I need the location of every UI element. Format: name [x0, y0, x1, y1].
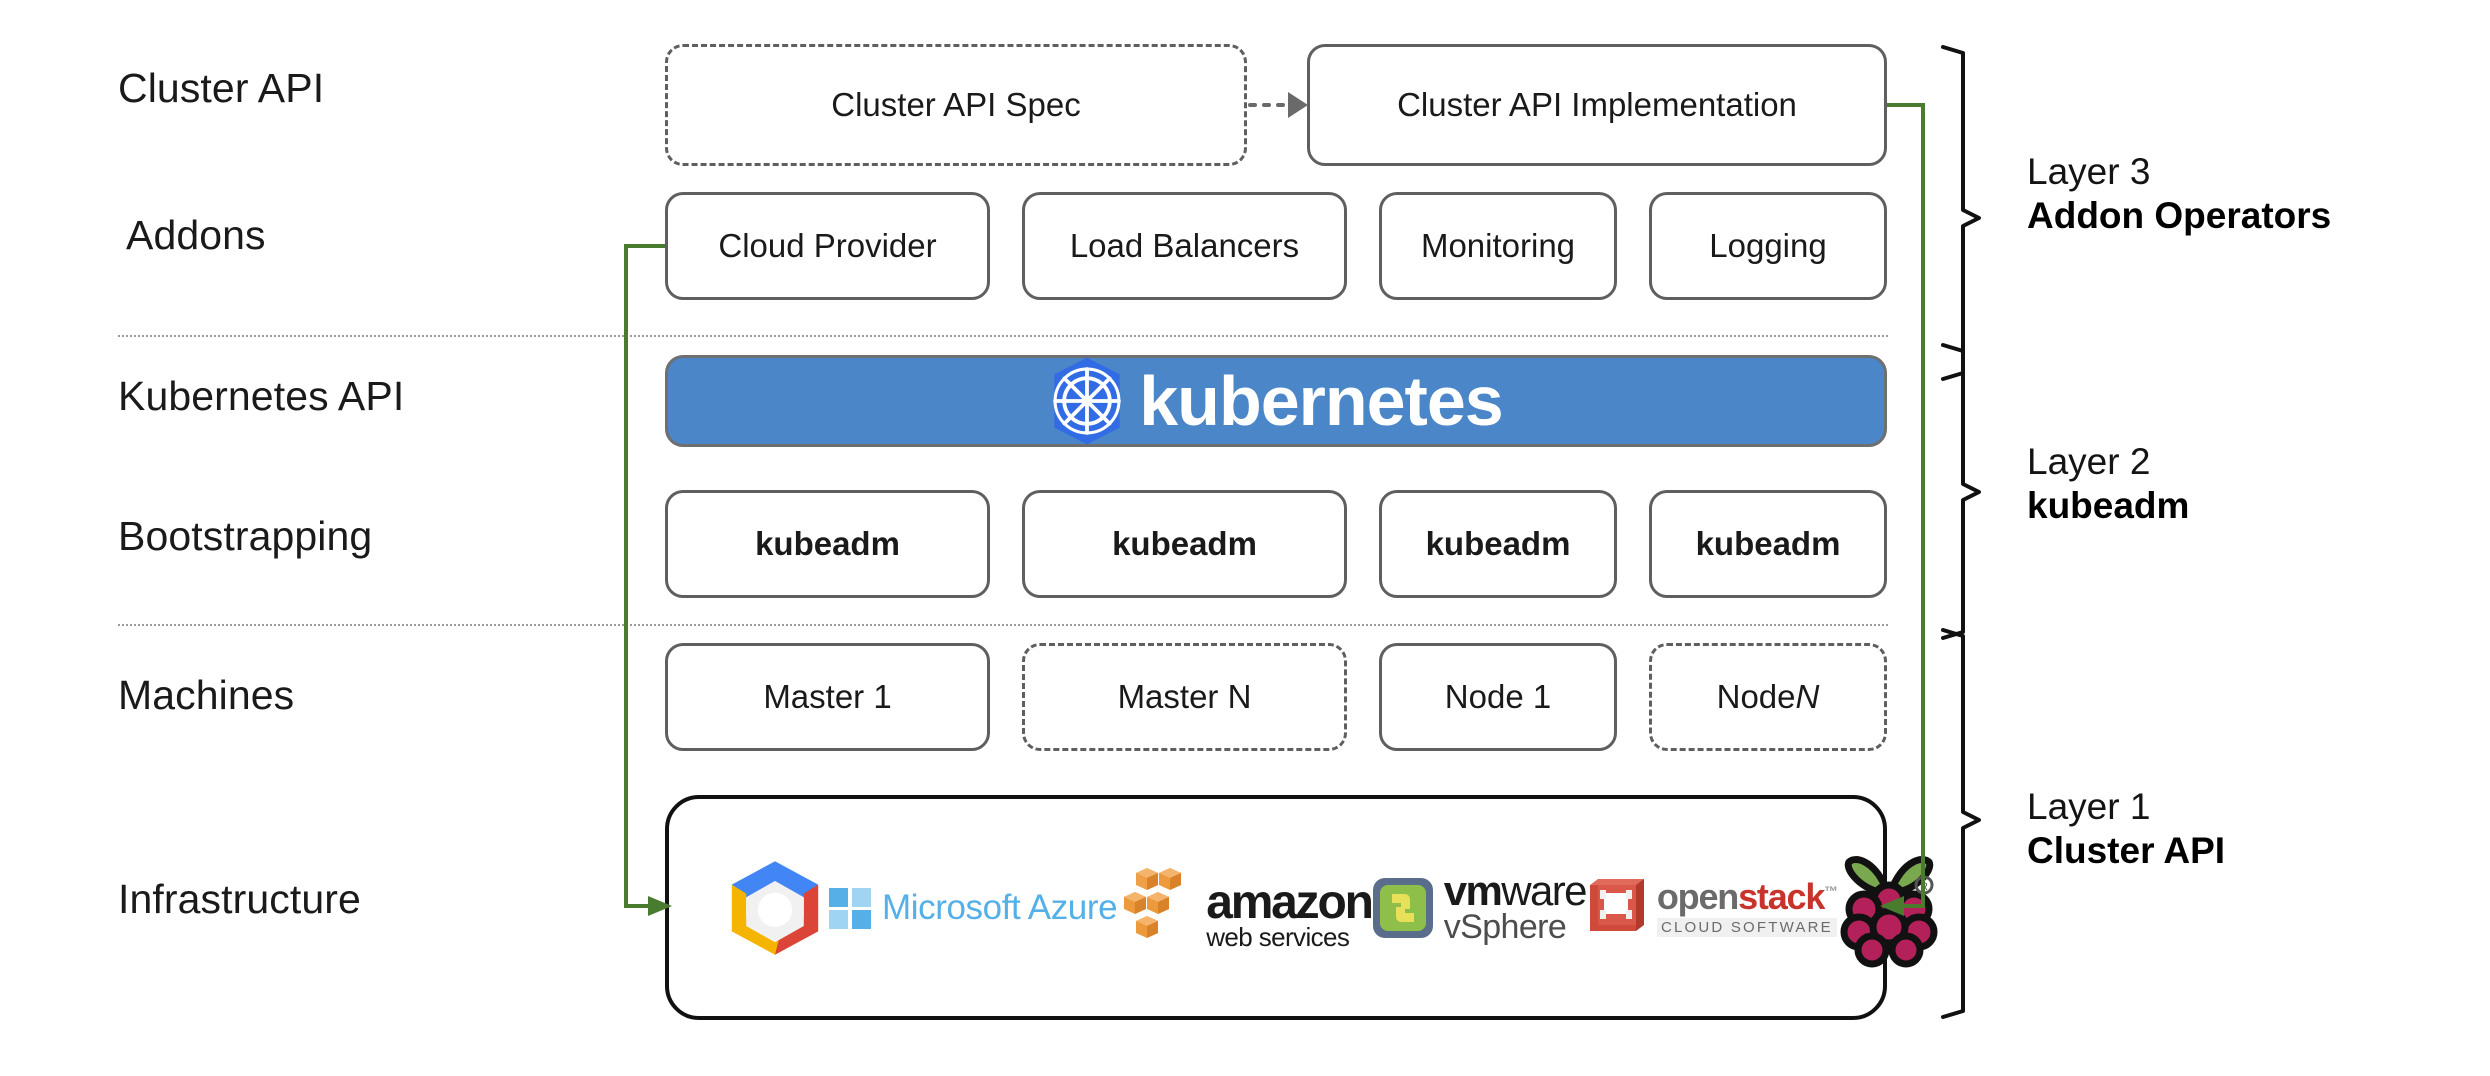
addon-label-monitoring: Monitoring — [1420, 227, 1576, 265]
aws-label-amazon: amazon — [1206, 876, 1374, 930]
row-label-cluster-api: Cluster API — [118, 65, 325, 111]
layer-3-bracket — [1941, 45, 1981, 381]
microsoft-azure-label: Microsoft Azure — [882, 887, 1118, 927]
addon-label-cloud-provider: Cloud Provider — [718, 227, 937, 265]
layer-2-line2: kubeadm — [2027, 484, 2190, 526]
amazon-web-services-logo[interactable]: amazon web services — [1117, 866, 1374, 952]
row-label-kubernetes-api: Kubernetes API — [118, 373, 405, 419]
microsoft-window-icon — [829, 886, 873, 930]
separator-layer3-layer2 — [118, 335, 1888, 337]
layer-2-line1: Layer 2 — [2027, 441, 2151, 482]
bootstrap-box-3[interactable]: kubeadm — [1379, 490, 1617, 598]
machine-box-master-1[interactable]: Master 1 — [665, 643, 990, 751]
cluster-api-implementation-label: Cluster API Implementation — [1397, 86, 1797, 124]
cluster-api-spec-label: Cluster API Spec — [831, 86, 1081, 124]
cluster-api-implementation-box[interactable]: Cluster API Implementation — [1307, 44, 1887, 166]
vmware-vsphere-logo[interactable]: vmware vSphere — [1372, 870, 1588, 947]
machine-label-node-n-italic: N — [1795, 678, 1820, 716]
kubernetes-banner[interactable]: kubernetes — [665, 355, 1887, 447]
layer-1-line1: Layer 1 — [2027, 786, 2151, 827]
openstack-label-tm: ™ — [1824, 882, 1838, 899]
infrastructure-box[interactable]: Microsoft Azure — [665, 795, 1938, 1020]
kubernetes-helm-wheel-icon — [1049, 355, 1125, 447]
raspberry-pi-icon[interactable]: R — [1837, 799, 1941, 1016]
openstack-logo[interactable]: openstack™ CLOUD SOFTWARE — [1586, 875, 1838, 939]
layer-3-line2: Addon Operators — [2027, 194, 2332, 236]
vmware-label: vmware — [1444, 870, 1588, 912]
machine-box-node-n[interactable]: Node N — [1649, 643, 1887, 751]
bootstrap-label-1: kubeadm — [755, 525, 900, 563]
bootstrap-box-4[interactable]: kubeadm — [1649, 490, 1887, 598]
microsoft-azure-logo[interactable]: Microsoft Azure — [829, 886, 1118, 930]
vmware-label-vsphere: vSphere — [1443, 908, 1567, 947]
bootstrap-box-1[interactable]: kubeadm — [665, 490, 990, 598]
row-label-machines: Machines — [118, 672, 295, 718]
row-label-infrastructure: Infrastructure — [118, 876, 361, 922]
row-label-bootstrapping: Bootstrapping — [118, 513, 373, 559]
vmware-label-vm: vm — [1443, 867, 1503, 915]
addon-box-monitoring[interactable]: Monitoring — [1379, 192, 1617, 300]
machine-label-node-1: Node 1 — [1444, 678, 1552, 716]
openstack-label-cloud-software: CLOUD SOFTWARE — [1656, 917, 1837, 937]
addon-box-cloud-provider[interactable]: Cloud Provider — [665, 192, 990, 300]
openstack-label-open: open — [1656, 875, 1739, 917]
aws-label-web-services: web services — [1206, 921, 1350, 952]
kubernetes-wordmark: kubernetes — [1139, 362, 1503, 440]
addon-box-logging[interactable]: Logging — [1649, 192, 1887, 300]
openstack-block-icon — [1586, 877, 1648, 939]
google-cloud-platform-icon[interactable] — [721, 799, 829, 1016]
addon-label-logging: Logging — [1709, 227, 1827, 265]
vmware-label-ware: ware — [1501, 867, 1587, 915]
layer-3-line1: Layer 3 — [2027, 151, 2151, 192]
addon-label-load-balancers: Load Balancers — [1069, 227, 1300, 265]
cluster-api-spec-box[interactable]: Cluster API Spec — [665, 44, 1247, 166]
layer-3-label: Layer 3 Addon Operators — [2027, 150, 2331, 237]
svg-text:R: R — [1920, 881, 1928, 893]
separator-layer2-layer1 — [118, 624, 1888, 626]
layer-1-line2: Cluster API — [2027, 829, 2226, 871]
machine-box-master-n[interactable]: Master N — [1022, 643, 1347, 751]
openstack-wordmark: openstack™ — [1656, 875, 1838, 917]
machine-label-node-n: Node — [1716, 678, 1796, 716]
machine-box-node-1[interactable]: Node 1 — [1379, 643, 1617, 751]
layer-1-bracket — [1941, 628, 1981, 1019]
bootstrap-label-2: kubeadm — [1112, 525, 1257, 563]
machine-label-master-1: Master 1 — [763, 678, 892, 716]
aws-cubes-icon — [1117, 866, 1199, 950]
dotted-connector-arrow — [1248, 92, 1308, 118]
layer-2-label: Layer 2 kubeadm — [2027, 440, 2189, 527]
layer-1-label: Layer 1 Cluster API — [2027, 785, 2225, 872]
addon-box-load-balancers[interactable]: Load Balancers — [1022, 192, 1347, 300]
machine-label-master-n: Master N — [1117, 678, 1252, 716]
bootstrap-label-4: kubeadm — [1695, 525, 1841, 563]
bootstrap-label-3: kubeadm — [1425, 525, 1571, 563]
vmware-square-icon — [1372, 877, 1434, 939]
row-label-addons: Addons — [126, 212, 266, 258]
openstack-label-stack: stack — [1738, 875, 1825, 917]
layer-2-bracket — [1941, 343, 1981, 640]
bootstrap-box-2[interactable]: kubeadm — [1022, 490, 1347, 598]
